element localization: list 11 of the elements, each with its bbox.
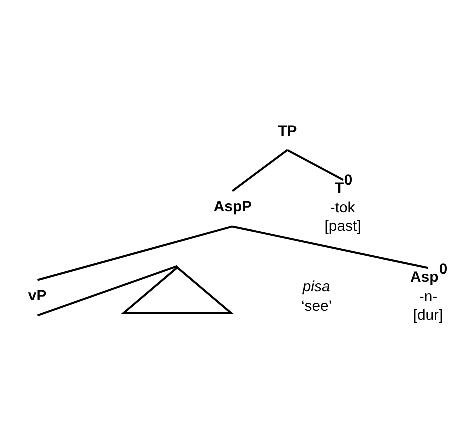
- node-label: pisa: [302, 279, 330, 296]
- connector: [287, 149, 344, 181]
- node-text: AspP: [214, 200, 252, 216]
- node-text: vP: [28, 288, 47, 305]
- node-triangle: [121, 266, 234, 314]
- connector: [232, 149, 288, 192]
- node-text: TP: [278, 124, 298, 140]
- connector: [37, 265, 178, 317]
- connector: [38, 226, 233, 282]
- node-label: ‘see’: [301, 298, 332, 315]
- connector: [232, 226, 428, 270]
